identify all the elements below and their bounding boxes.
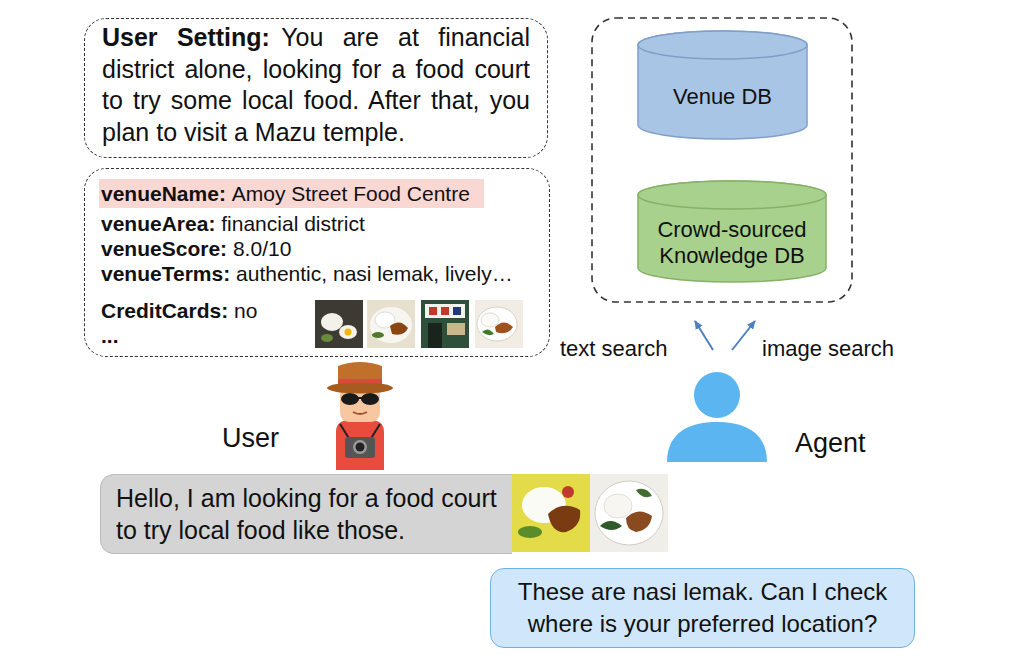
attribute-row: CreditCards: no: [101, 298, 533, 323]
attribute-value: authentic, nasi lemak, lively…: [236, 262, 513, 285]
caption-label: User: [222, 423, 279, 454]
agent-figure: [667, 372, 767, 462]
utterance-text: These are nasi lemak. Can I check where …: [513, 576, 892, 640]
database-group-outline: [592, 18, 852, 302]
database-label-area: Crowd-sourced Knowledge DB: [645, 210, 819, 276]
attribute-row: venueScore: 8.0/10: [101, 236, 533, 261]
attribute-row: ...: [101, 323, 533, 348]
caption-label: Agent: [795, 428, 866, 459]
search-arrows: [695, 321, 755, 350]
database-label-area: Venue DB: [645, 60, 800, 133]
attribute-value: financial district: [221, 212, 365, 235]
venue-record-box: venueName: Amoy Street Food Centre venueAr…: [84, 168, 550, 357]
caption-label: text search: [560, 336, 668, 362]
attribute-row: venueArea: financial district: [101, 211, 533, 236]
actor-label: User: [222, 423, 279, 453]
bubble-text-area: Hello, I am looking for a food court to …: [116, 482, 504, 546]
bubble-text-area: These are nasi lemak. Can I check where …: [513, 576, 892, 640]
attribute-key: venueName:: [101, 182, 226, 205]
attribute-value: no: [234, 299, 257, 322]
database-name: Crowd-sourced Knowledge DB: [645, 217, 819, 269]
venue-photos: [315, 300, 523, 348]
search-label: image search: [762, 336, 894, 361]
database-node: Venue DB: [637, 30, 808, 140]
scenario-heading: User Setting:: [102, 23, 270, 51]
attribute-value: 8.0/10: [233, 237, 291, 260]
utterance-text: Hello, I am looking for a food court to …: [116, 482, 504, 546]
attribute-key: venueArea:: [101, 212, 215, 235]
scenario-box: User Setting:You are at financial distri…: [84, 18, 548, 158]
agent-speech-bubble: These are nasi lemak. Can I check where …: [490, 568, 915, 648]
attribute-row: venueTerms: authentic, nasi lemak, lively…: [101, 261, 533, 286]
user-figure: [327, 362, 393, 470]
database-node: Crowd-sourced Knowledge DB: [637, 180, 827, 283]
actor-label: Agent: [795, 428, 866, 458]
attribute-value: Amoy Street Food Centre: [232, 182, 470, 205]
attribute-key: ...: [101, 324, 119, 347]
user-bubble-photos: [512, 474, 668, 552]
attribute-key: venueScore:: [101, 237, 227, 260]
search-label: text search: [560, 336, 668, 361]
attribute-key: venueTerms:: [101, 262, 230, 285]
caption-label: image search: [762, 336, 894, 362]
database-name: Venue DB: [673, 84, 772, 110]
attribute-key: CreditCards:: [101, 299, 228, 322]
user-speech-bubble: Hello, I am looking for a food court to …: [100, 474, 512, 554]
attribute-row: venueName: Amoy Street Food Centre: [99, 179, 484, 208]
